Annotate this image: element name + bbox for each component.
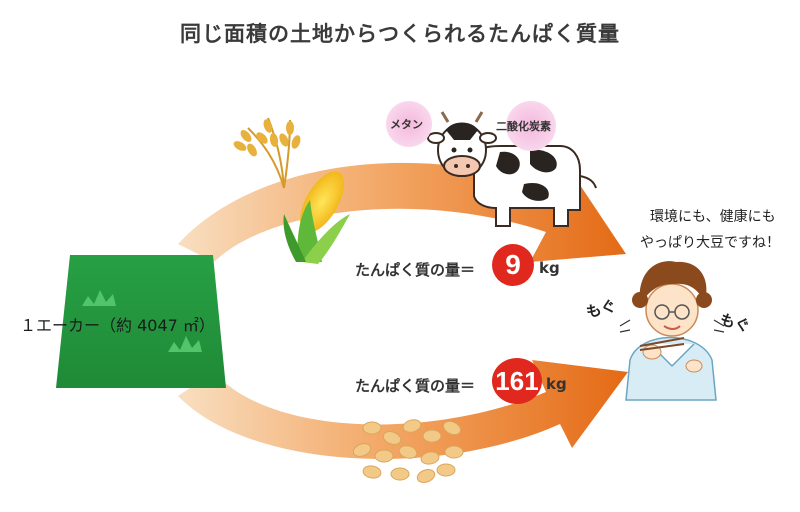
cow-icon	[427, 111, 597, 227]
field-area-label: １エーカー（約 4047 ㎡）	[20, 316, 215, 335]
soybeans-icon	[352, 419, 464, 483]
speech-line-1: 環境にも、健康にも	[650, 209, 776, 225]
co2-label: 二酸化炭素	[496, 120, 551, 133]
beef-protein-value: 9	[505, 249, 521, 280]
co2-bubble	[506, 101, 556, 151]
field-icon	[56, 255, 226, 388]
beef-protein-label: たんぱく質の量＝	[355, 261, 476, 279]
diagram-title: 同じ面積の土地からつくられるたんぱく質量	[180, 22, 620, 46]
person-icon	[619, 261, 725, 401]
beef-protein-badge: 9	[492, 244, 534, 286]
methane-bubble	[386, 101, 432, 147]
beef-protein-unit: kg	[539, 259, 560, 277]
wheat-icon	[233, 117, 301, 189]
methane-label: メタン	[390, 118, 423, 131]
soy-protein-badge: 161	[492, 358, 542, 404]
corn-icon	[283, 171, 350, 264]
speech-line-2: やっぱり大豆ですね！	[640, 235, 780, 251]
soy-protein-unit: kg	[546, 375, 567, 393]
soy-route-arrow	[178, 360, 628, 459]
soy-protein-label: たんぱく質の量＝	[355, 377, 476, 395]
soy-protein-value: 161	[495, 365, 539, 396]
